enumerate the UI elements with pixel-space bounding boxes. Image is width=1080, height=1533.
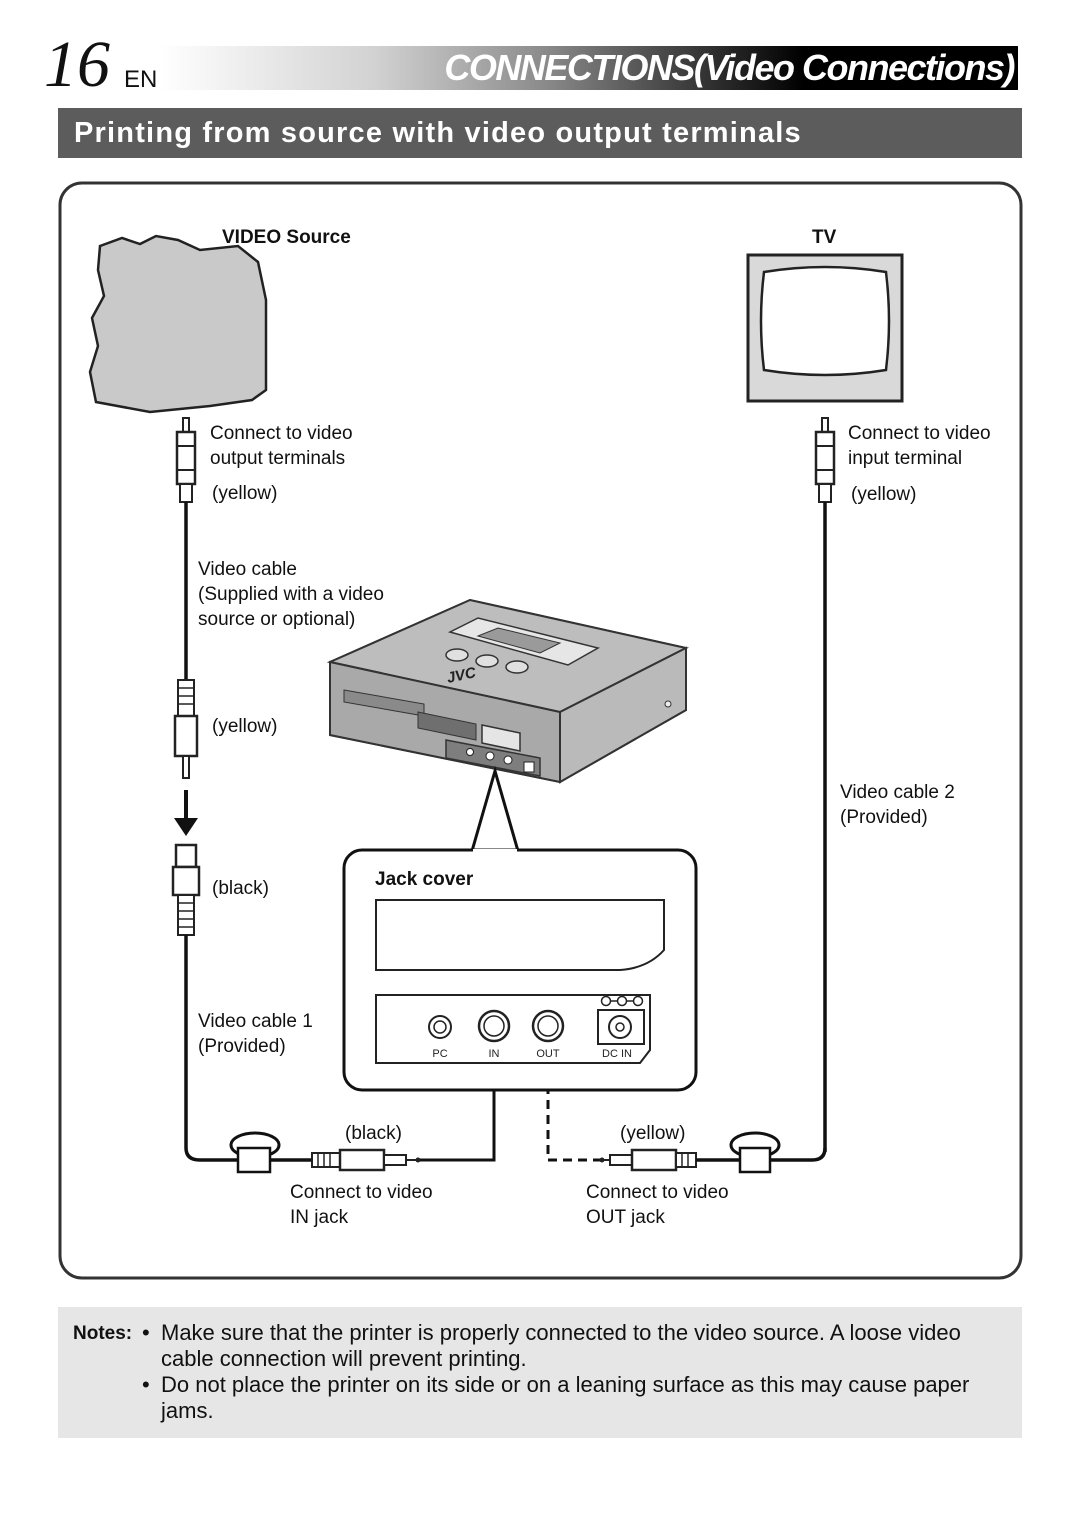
bottom-yellow-label: (yellow): [620, 1123, 686, 1144]
diagram-frame: [58, 181, 1023, 1280]
jack-cover-label: Jack cover: [375, 869, 474, 890]
right-ferrite-core-icon: [729, 1131, 781, 1174]
out-jack-line1: Connect to video: [586, 1182, 729, 1203]
left-black-label: (black): [212, 878, 270, 899]
tv-icon: [746, 253, 904, 403]
video-cable-line3: source or optional): [198, 609, 356, 630]
video-cable1-line2: (Provided): [198, 1036, 286, 1057]
header-bar: [160, 46, 1018, 90]
left-yellow-label-1: (yellow): [212, 483, 278, 504]
video-cable2-line1: Video cable 2: [840, 782, 955, 803]
jack-label-dc-in: DC IN: [602, 1048, 632, 1060]
in-jack-line2: IN jack: [290, 1207, 349, 1228]
jvc-logo: JVC: [445, 664, 478, 687]
video-cable-line2: (Supplied with a video: [198, 584, 384, 605]
right-yellow-label: (yellow): [851, 484, 917, 505]
section-heading: Printing from source with video output t…: [58, 108, 1022, 158]
notes-label: Notes:: [73, 1323, 133, 1344]
bottom-black-label: (black): [345, 1123, 403, 1144]
right-connect-line1: Connect to video: [848, 423, 991, 444]
out-jack-icon: [531, 1009, 565, 1043]
left-connect-line2: output terminals: [210, 448, 346, 469]
left-black-plug-icon: [171, 843, 201, 936]
jack-label-out: OUT: [536, 1048, 560, 1060]
pc-jack-icon: [428, 1015, 452, 1039]
polarity-icon: [600, 995, 644, 1007]
page-number: 16: [44, 28, 110, 101]
printer-icon: [326, 598, 689, 784]
video-cable2-line2: (Provided): [840, 807, 928, 828]
note-item: Do not place the printer on its side or …: [161, 1372, 970, 1423]
out-jack-line2: OUT jack: [586, 1207, 665, 1228]
right-bottom-plug-icon: [599, 1148, 697, 1172]
dc-in-jack-icon: [597, 1009, 645, 1045]
in-jack-icon: [477, 1009, 511, 1043]
left-bottom-plug-icon: [311, 1148, 421, 1172]
jack-label-pc: PC: [432, 1048, 447, 1060]
in-jack-line1: Connect to video: [290, 1182, 433, 1203]
left-connect-line1: Connect to video: [210, 423, 353, 444]
video-cable-line1: Video cable: [198, 559, 297, 580]
down-arrow-icon: [174, 790, 198, 836]
right-top-plug-icon: [814, 417, 836, 503]
video-source-label: VIDEO Source: [222, 227, 351, 248]
tv-label: TV: [812, 227, 837, 248]
page-title: CONNECTIONS(Video Connections): [444, 47, 1015, 88]
note-bullet: •: [142, 1320, 150, 1345]
video-cable1-line1: Video cable 1: [198, 1011, 313, 1032]
left-ferrite-core-icon: [229, 1131, 281, 1174]
section-title: Printing from source with video output t…: [74, 117, 802, 149]
page-language: EN: [124, 66, 158, 93]
left-mid-plug-icon: [173, 679, 199, 779]
notes-box: Notes: • Make sure that the printer is p…: [58, 1307, 1022, 1438]
camcorder-icon: [88, 234, 268, 414]
right-connect-line2: input terminal: [848, 448, 963, 469]
left-yellow-label-2: (yellow): [212, 716, 278, 737]
note-item: Make sure that the printer is properly c…: [161, 1320, 961, 1371]
note-bullet: •: [142, 1372, 150, 1397]
left-top-plug-icon: [175, 417, 197, 503]
callout-pointer: [470, 765, 520, 852]
jack-label-in: IN: [489, 1048, 500, 1060]
